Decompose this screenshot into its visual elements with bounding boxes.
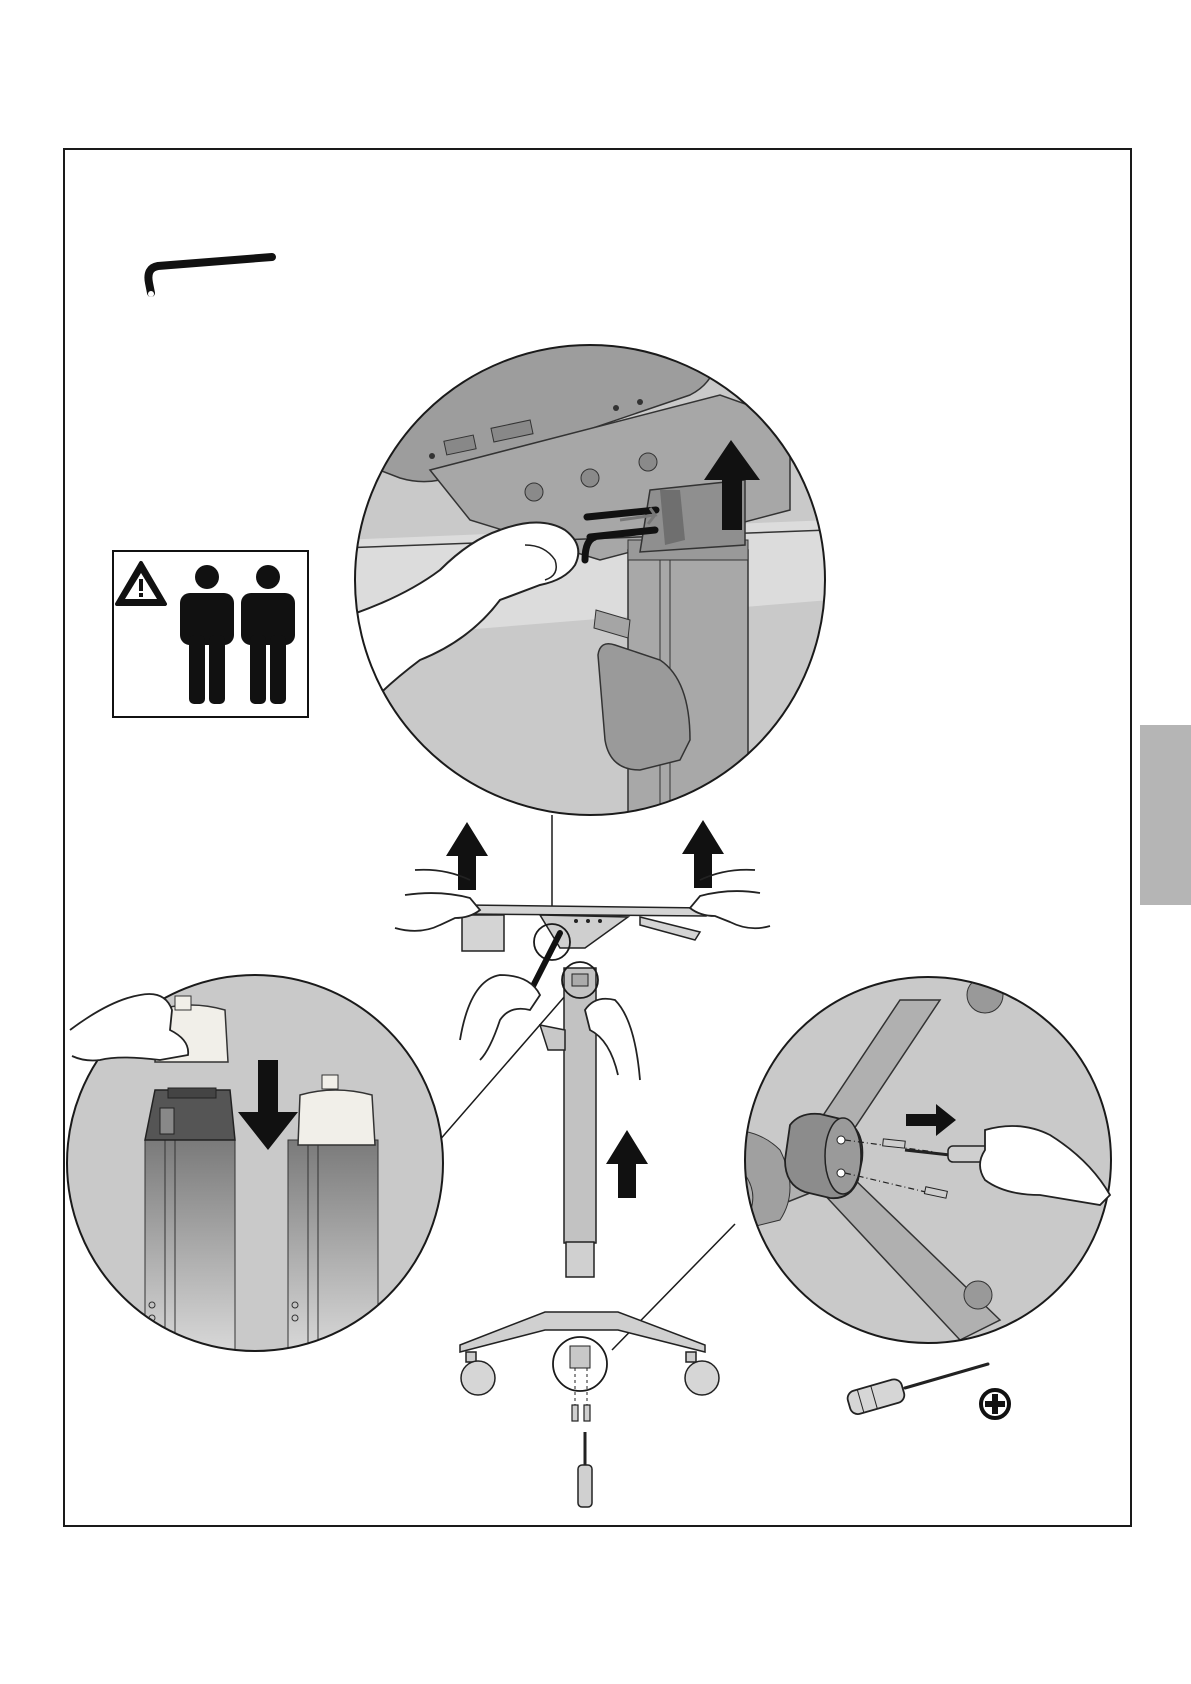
detail-circle-left <box>67 975 443 1360</box>
table-assembly <box>395 820 770 1507</box>
detail-circle-right <box>720 977 1111 1343</box>
base-screwdriver <box>578 1432 592 1507</box>
lift-arrow-column <box>606 1130 648 1198</box>
phillips-screwdriver-icon <box>846 1364 988 1416</box>
hex-key-icon <box>148 257 272 297</box>
two-person-warning <box>113 551 308 717</box>
phillips-head-icon <box>981 1390 1009 1418</box>
detail-circle-top <box>335 340 830 850</box>
lift-arrow-left <box>446 822 488 890</box>
